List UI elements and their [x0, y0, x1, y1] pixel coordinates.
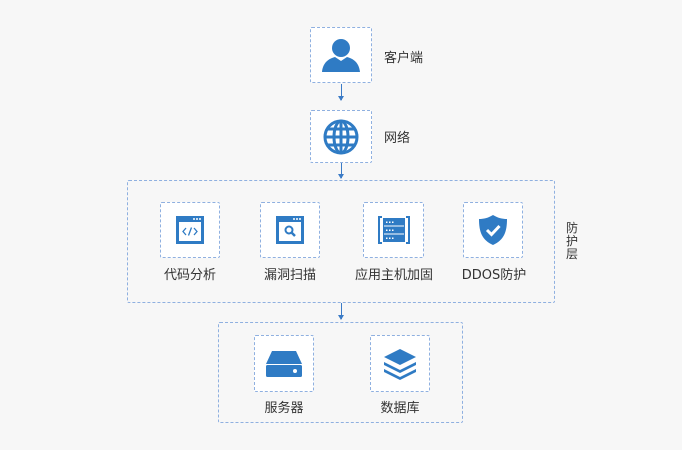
vuln-scan-label: 漏洞扫描	[263, 268, 317, 283]
server-rack-icon	[377, 216, 410, 244]
ddos-label: DDOS防护	[461, 268, 527, 283]
user-icon	[322, 39, 360, 72]
database-node	[370, 335, 430, 392]
code-analysis-label: 代码分析	[163, 268, 217, 283]
protection-layer-label: 防护层	[566, 221, 579, 261]
code-analysis-node	[160, 202, 220, 258]
arrow-network-protection	[338, 163, 344, 179]
search-window-icon	[276, 216, 304, 244]
server-node	[254, 335, 314, 392]
database-icon	[384, 348, 416, 380]
ddos-node	[463, 202, 523, 258]
shield-check-icon	[479, 215, 507, 245]
network-label: 网络	[384, 131, 411, 146]
client-node	[310, 27, 372, 83]
server-icon	[266, 350, 302, 377]
globe-icon	[323, 119, 359, 154]
network-node	[310, 110, 372, 163]
host-hardening-node	[363, 202, 424, 258]
code-window-icon	[176, 216, 204, 244]
client-label: 客户端	[384, 51, 424, 66]
protection-layer-group	[127, 180, 555, 303]
arrow-protection-backend	[338, 303, 344, 320]
backend-group	[218, 322, 463, 423]
vuln-scan-node	[260, 202, 320, 258]
server-label: 服务器	[264, 401, 304, 416]
database-label: 数据库	[380, 401, 420, 416]
arrow-client-network	[338, 84, 344, 101]
host-hardening-label: 应用主机加固	[354, 268, 434, 283]
